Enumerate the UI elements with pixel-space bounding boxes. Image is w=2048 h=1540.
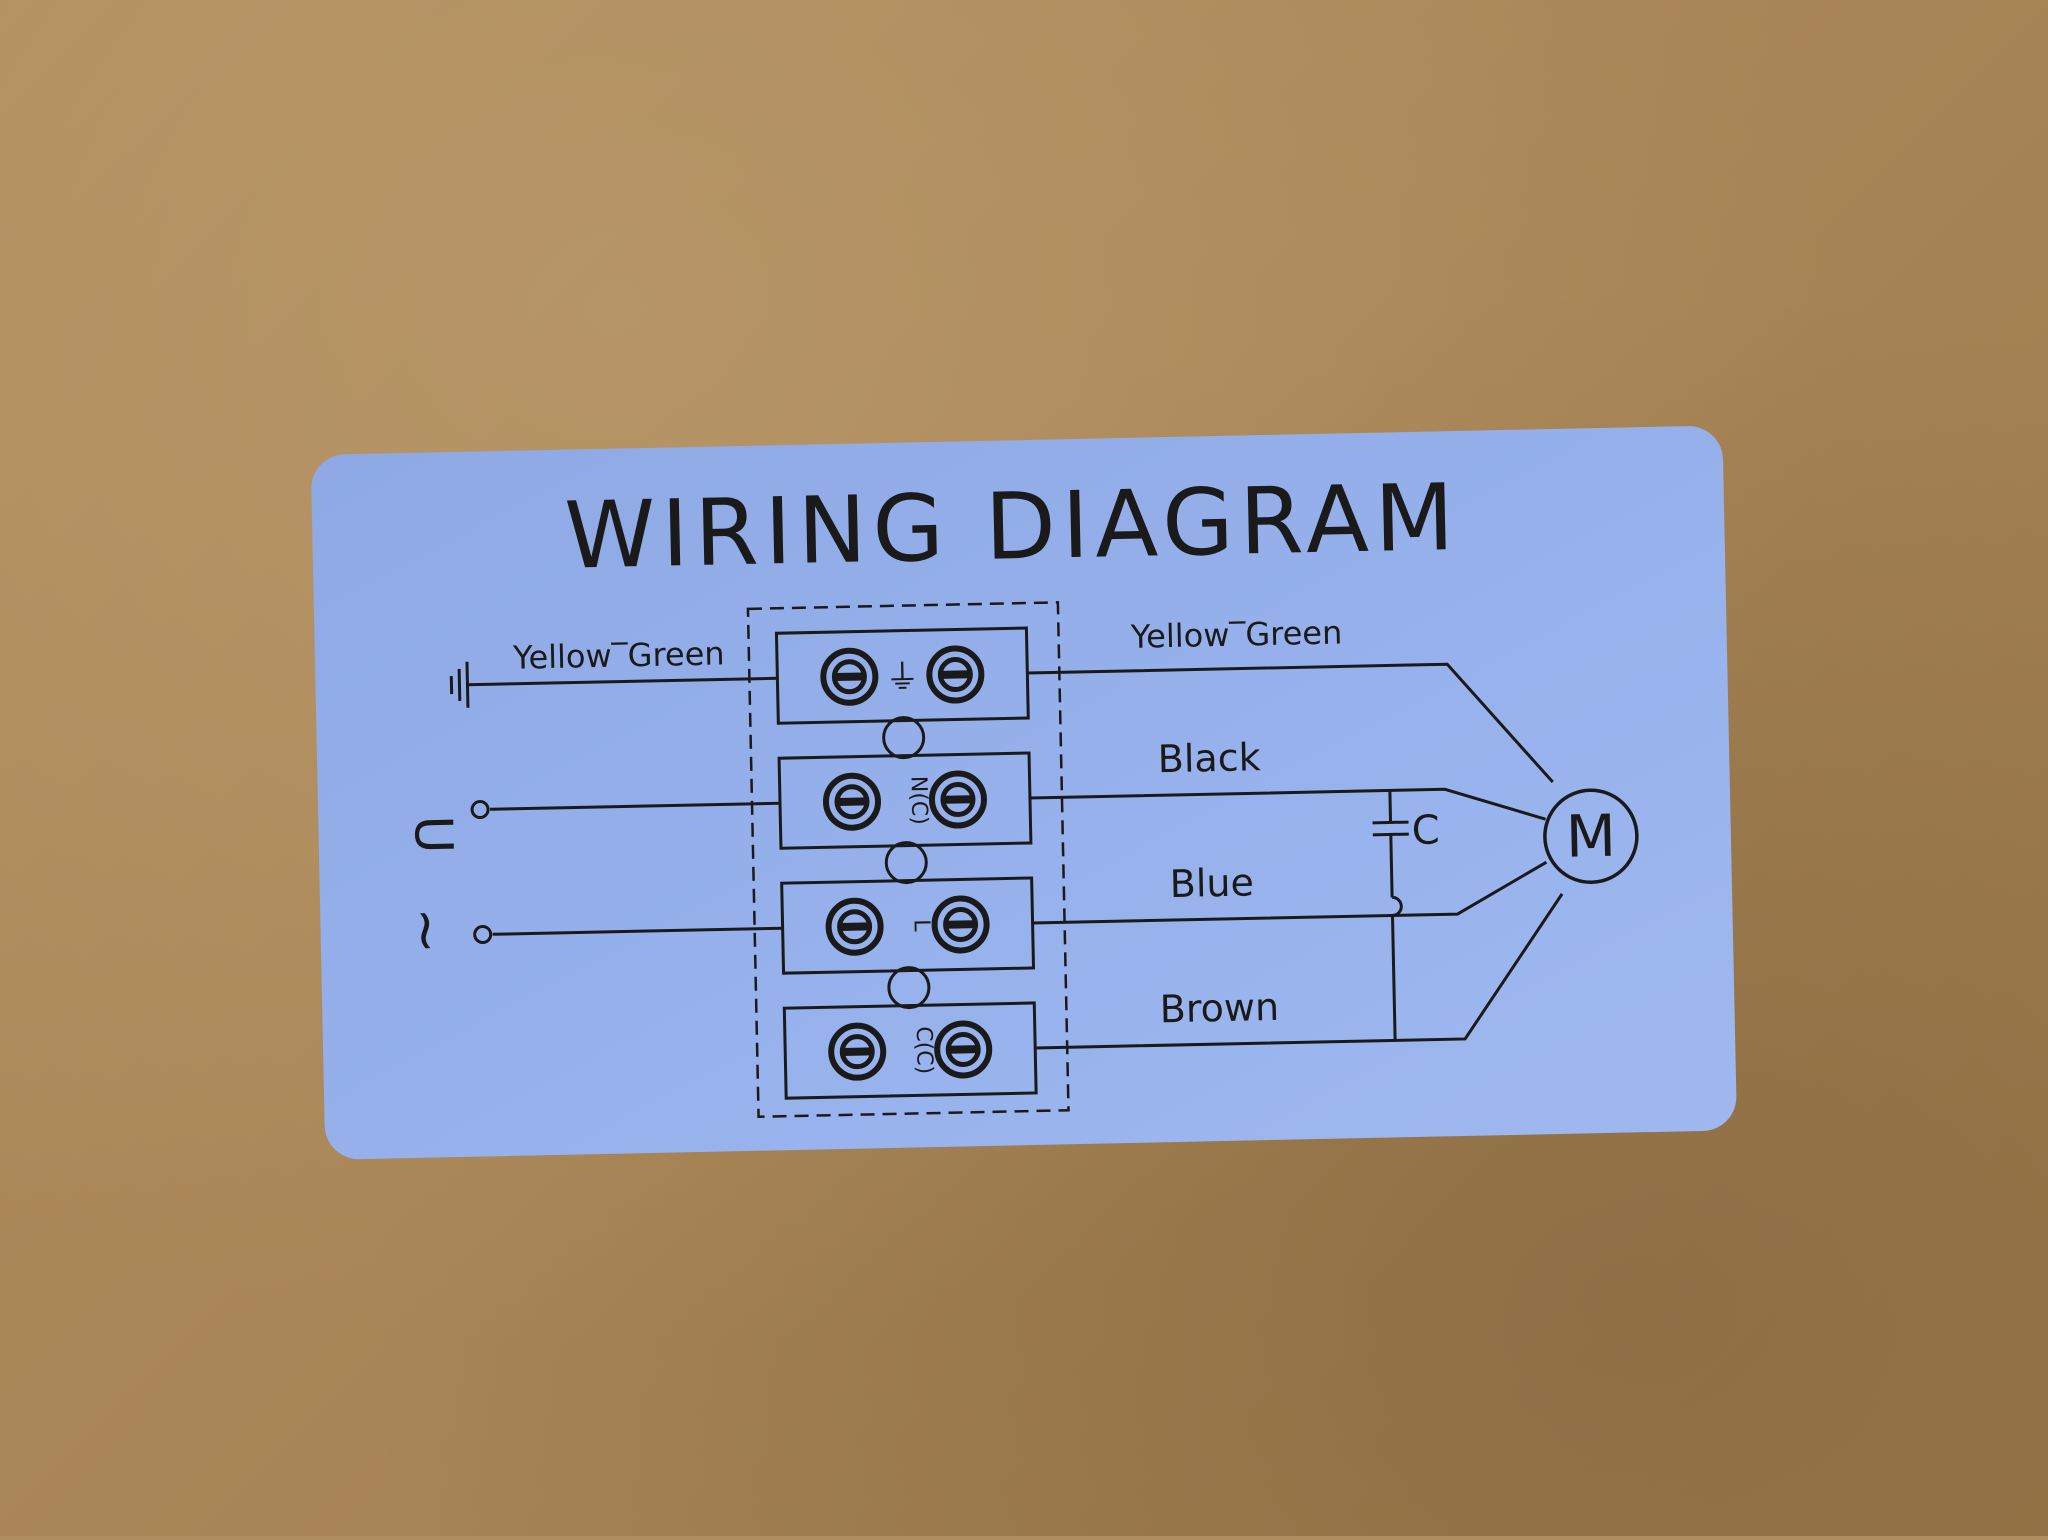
earth-wire-right-label: Yellow‾Green — [1129, 613, 1342, 655]
nc-terminal-mark: N(C) — [905, 776, 931, 825]
diagram-title: WIRING DIAGRAM — [563, 464, 1461, 590]
supply-ac-label: ~ — [393, 907, 459, 955]
earth-terminal-mark: ⏚ — [885, 657, 920, 698]
label-card: WIRING DIAGRAM ⏚ N(C) L C(C) — [311, 425, 1737, 1159]
black-wire-label: Black — [1157, 735, 1261, 781]
l-terminal-mark: L — [908, 919, 933, 933]
cc-terminal-mark: C(C) — [911, 1026, 937, 1074]
blue-wire-label: Blue — [1169, 860, 1254, 906]
motor-label: M — [1565, 802, 1616, 871]
brown-wire-label: Brown — [1159, 985, 1279, 1031]
supply-u-label: U — [402, 815, 463, 854]
capacitor-label: C — [1411, 807, 1440, 854]
earth-wire-left-label: Yellow‾Green — [512, 634, 725, 676]
